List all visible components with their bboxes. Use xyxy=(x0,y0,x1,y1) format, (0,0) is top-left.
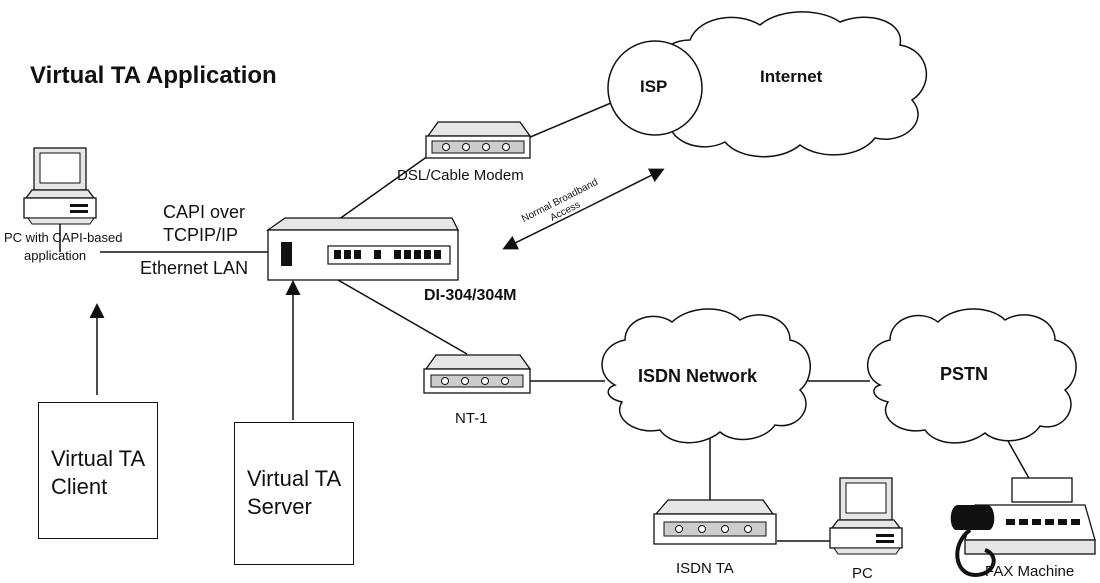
modem-label: DSL/Cable Modem xyxy=(397,167,524,184)
isp-label: ISP xyxy=(640,77,668,96)
di-304-router-device xyxy=(265,217,460,281)
router-label: DI-304/304M xyxy=(424,287,517,304)
vta-server-line2: Server xyxy=(247,494,312,519)
internet-cloud xyxy=(646,11,928,158)
isdn-network-label: ISDN Network xyxy=(638,366,758,386)
virtual-ta-client-box: Virtual TA Client xyxy=(38,402,158,539)
pc-label-line1: PC with CAPI-based xyxy=(4,230,123,245)
left-pc-computer xyxy=(23,147,97,225)
isdn-ta-label: ISDN TA xyxy=(676,560,734,577)
virtual-ta-client-text: Virtual TA Client xyxy=(51,445,145,501)
arrows xyxy=(89,168,665,420)
broadband-arrow-down xyxy=(502,209,583,250)
vta-server-line1: Virtual TA xyxy=(247,466,342,491)
pc-label-line2: application xyxy=(24,248,87,263)
broadband-arrow-up xyxy=(581,168,665,211)
diagram-title: Virtual TA Application xyxy=(30,62,277,89)
internet-label: Internet xyxy=(760,67,823,86)
bottom-pc-computer xyxy=(829,477,903,555)
nt1-device xyxy=(423,354,532,394)
vta-client-line2: Client xyxy=(51,474,108,499)
pstn-label: PSTN xyxy=(940,364,989,384)
capi-label-line2: TCPIP/IP xyxy=(163,225,239,245)
pc-bottom-label: PC xyxy=(852,565,873,582)
isp-circle xyxy=(607,40,703,136)
vta-client-line1: Virtual TA xyxy=(51,446,146,471)
router-modem-link xyxy=(334,155,429,223)
virtual-ta-server-text: Virtual TA Server xyxy=(247,465,341,521)
isdn-ta-device xyxy=(653,499,777,545)
modem-isp-link xyxy=(527,99,619,139)
fax-machine-device xyxy=(950,477,1096,578)
router-nt1-link xyxy=(337,279,468,355)
isdn-network-cloud xyxy=(601,308,811,444)
dsl-cable-modem-device xyxy=(425,121,532,159)
fax-machine-label: FAX Machine xyxy=(985,563,1075,580)
ethernet-lan-label: Ethernet LAN xyxy=(140,258,249,278)
nt1-label: NT-1 xyxy=(455,410,488,427)
capi-label-line1: CAPI over xyxy=(163,202,246,222)
connection-lines xyxy=(59,99,1031,542)
virtual-ta-server-box: Virtual TA Server xyxy=(234,422,354,565)
pstn-cloud xyxy=(866,308,1077,444)
